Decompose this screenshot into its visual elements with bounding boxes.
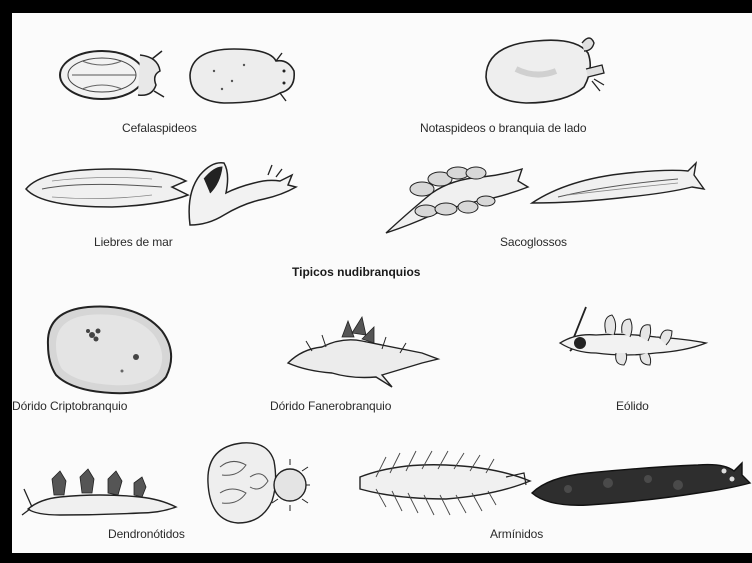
illustration-panel: Cefalaspideos Notaspideos o branquia de … <box>12 13 752 553</box>
sacogloso-smooth-illustration <box>528 159 708 217</box>
label-liebres-de-mar: Liebres de mar <box>94 235 173 249</box>
dendronotido-side-illustration <box>20 449 180 521</box>
label-cefalaspideos: Cefalaspideos <box>122 121 197 135</box>
label-dorido-fanerobranquio: Dórido Fanerobranquio <box>270 399 391 413</box>
label-dendronotidos: Dendronótidos <box>108 527 185 541</box>
dendronotido-dorsal-illustration <box>202 437 310 529</box>
liebre-de-mar-side-illustration <box>184 153 304 231</box>
notaspideo-illustration <box>476 29 616 109</box>
arminido-striped-illustration <box>356 443 536 523</box>
cefalaspideo-top-illustration <box>52 41 172 111</box>
label-eolido: Eólido <box>616 399 649 413</box>
label-dorido-criptobranquio: Dórido Criptobranquio <box>12 399 127 413</box>
dorido-fanerobranquio-illustration <box>282 307 442 393</box>
heading-tipicos-nudibranquios: Tipicos nudibranquios <box>292 265 420 279</box>
label-sacoglossos: Sacoglossos <box>500 235 567 249</box>
liebre-de-mar-dorsal-illustration <box>22 159 192 215</box>
dorido-criptobranquio-illustration <box>42 301 182 397</box>
cefalaspideo-side-illustration <box>184 41 304 111</box>
sacogloso-cerata-illustration <box>382 149 532 239</box>
arminido-dark-illustration <box>528 453 752 515</box>
eolido-illustration <box>556 303 716 373</box>
label-notaspideos: Notaspideos o branquia de lado <box>420 121 586 135</box>
label-arminidos: Armínidos <box>490 527 543 541</box>
